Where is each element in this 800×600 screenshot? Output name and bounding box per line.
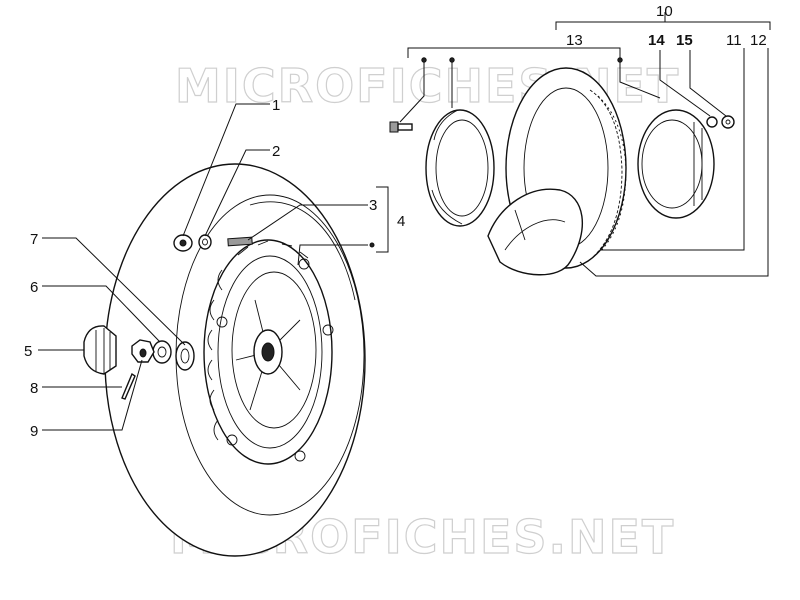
- part-6-washer: [152, 340, 172, 364]
- callout-10: 10: [656, 3, 673, 20]
- callout-13: 13: [566, 32, 583, 49]
- part-8-cotter-pin: [121, 372, 136, 400]
- rim-half-right: [637, 109, 715, 219]
- callout-5: 5: [24, 343, 32, 360]
- hub-drum: [203, 239, 334, 465]
- leader-lines: [38, 12, 771, 431]
- callout-7: 7: [30, 231, 38, 248]
- bolt-part: [389, 121, 413, 133]
- rim-highlight: [249, 201, 356, 301]
- part-9-castle-nut: [131, 339, 155, 363]
- callout-9: 9: [30, 423, 38, 440]
- callout-3: 3: [369, 197, 377, 214]
- rim-half-left: [425, 109, 495, 227]
- part-2-washer: [198, 234, 212, 250]
- callout-4: 4: [397, 213, 405, 230]
- part-1-nut: [173, 234, 193, 252]
- part-14-nut: [706, 116, 718, 128]
- callout-2: 2: [272, 143, 280, 160]
- part-7-spacer: [175, 341, 195, 371]
- part-5-hub-cap: [83, 325, 117, 375]
- callout-15: 15: [676, 32, 693, 49]
- callout-12: 12: [750, 32, 767, 49]
- callout-1: 1: [272, 97, 280, 114]
- wheel-assembly: [104, 163, 366, 557]
- callout-11: 11: [726, 32, 742, 49]
- callout-14: 14: [648, 32, 665, 49]
- callout-6: 6: [30, 279, 38, 296]
- callout-8: 8: [30, 380, 38, 397]
- inner-tube: [487, 188, 584, 276]
- part-15-washer: [721, 115, 735, 129]
- part-3-stud: [227, 236, 253, 247]
